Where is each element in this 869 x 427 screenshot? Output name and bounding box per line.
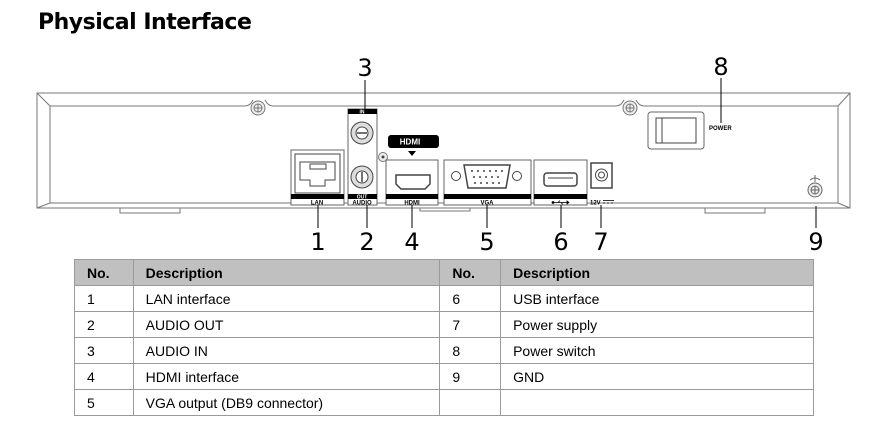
cell-description: GND [500, 363, 814, 390]
cell-no: 2 [74, 311, 134, 338]
screw-icon [622, 100, 638, 116]
cell-description: VGA output (DB9 connector) [132, 389, 441, 416]
power-jack: 12V [590, 162, 614, 207]
table-header-row: No. Description No. Description [74, 259, 814, 286]
hdmi-port: HDMI HDMI [385, 135, 439, 207]
callout-5: 5 [479, 228, 494, 256]
hdmi-logo: HDMI [400, 138, 420, 147]
cell-no: 7 [439, 311, 502, 338]
table-row: 5 VGA output (DB9 connector) [74, 389, 814, 416]
power-switch-label: POWER [709, 126, 732, 132]
hdmi-label: HDMI [404, 201, 420, 207]
dc-symbol-icon [603, 200, 614, 204]
cell-no: 1 [74, 285, 134, 312]
cell-description [500, 389, 814, 416]
ground-symbol-icon [809, 175, 821, 182]
audio-ports: IN OUT AUDIO [347, 108, 378, 207]
audio-in-jack-icon [350, 121, 374, 145]
cell-description: Power switch [500, 337, 814, 364]
interface-table: No. Description No. Description 1 LAN in… [74, 259, 814, 416]
callout-4: 4 [404, 228, 419, 256]
audio-label: AUDIO [352, 201, 372, 207]
callout-2: 2 [359, 228, 374, 256]
cell-no: 4 [74, 363, 134, 390]
cell-description: USB interface [500, 285, 814, 312]
header-description-right: Description [500, 259, 814, 286]
cell-no: 5 [74, 389, 134, 416]
cell-description: LAN interface [132, 285, 441, 312]
header-description-left: Description [132, 259, 441, 286]
ground-screw [807, 175, 823, 198]
rear-panel-diagram: LAN IN OUT AUDIO HDMI HDMI [36, 53, 851, 256]
cell-no: 3 [74, 337, 134, 364]
vga-label: VGA [480, 201, 494, 207]
usb-icon [551, 200, 570, 205]
callout-1: 1 [310, 228, 325, 256]
table-row: 4 HDMI interface 9 GND [74, 363, 814, 390]
callout-leaders [317, 78, 817, 228]
cell-description: Power supply [500, 311, 814, 338]
callout-3: 3 [357, 54, 372, 82]
screw-icon [250, 100, 266, 116]
vga-port: VGA [443, 159, 532, 207]
cell-description: AUDIO OUT [132, 311, 441, 338]
power-switch: POWER [647, 111, 732, 150]
table-row: 2 AUDIO OUT 7 Power supply [74, 311, 814, 338]
callout-9: 9 [808, 228, 823, 256]
header-no-left: No. [74, 259, 134, 286]
cell-no [439, 389, 502, 416]
power-input-label: 12V [590, 201, 601, 207]
page-title: Physical Interface [38, 10, 252, 35]
cell-no: 9 [439, 363, 502, 390]
cell-no: 6 [439, 285, 502, 312]
callout-7: 7 [593, 228, 608, 256]
usb-port [533, 159, 588, 206]
cell-no: 8 [439, 337, 502, 364]
table-row: 1 LAN interface 6 USB interface [74, 285, 814, 312]
cell-description: HDMI interface [132, 363, 441, 390]
header-no-right: No. [439, 259, 502, 286]
lan-port: LAN [290, 149, 345, 207]
callout-8: 8 [713, 53, 728, 81]
screw-icon [378, 152, 388, 162]
table-row: 3 AUDIO IN 8 Power switch [74, 337, 814, 364]
audio-out-label: OUT [357, 195, 368, 201]
lan-label: LAN [311, 201, 323, 207]
cell-description: AUDIO IN [132, 337, 441, 364]
audio-in-label: IN [360, 110, 365, 116]
audio-out-jack-icon [350, 165, 374, 189]
callout-6: 6 [553, 228, 568, 256]
